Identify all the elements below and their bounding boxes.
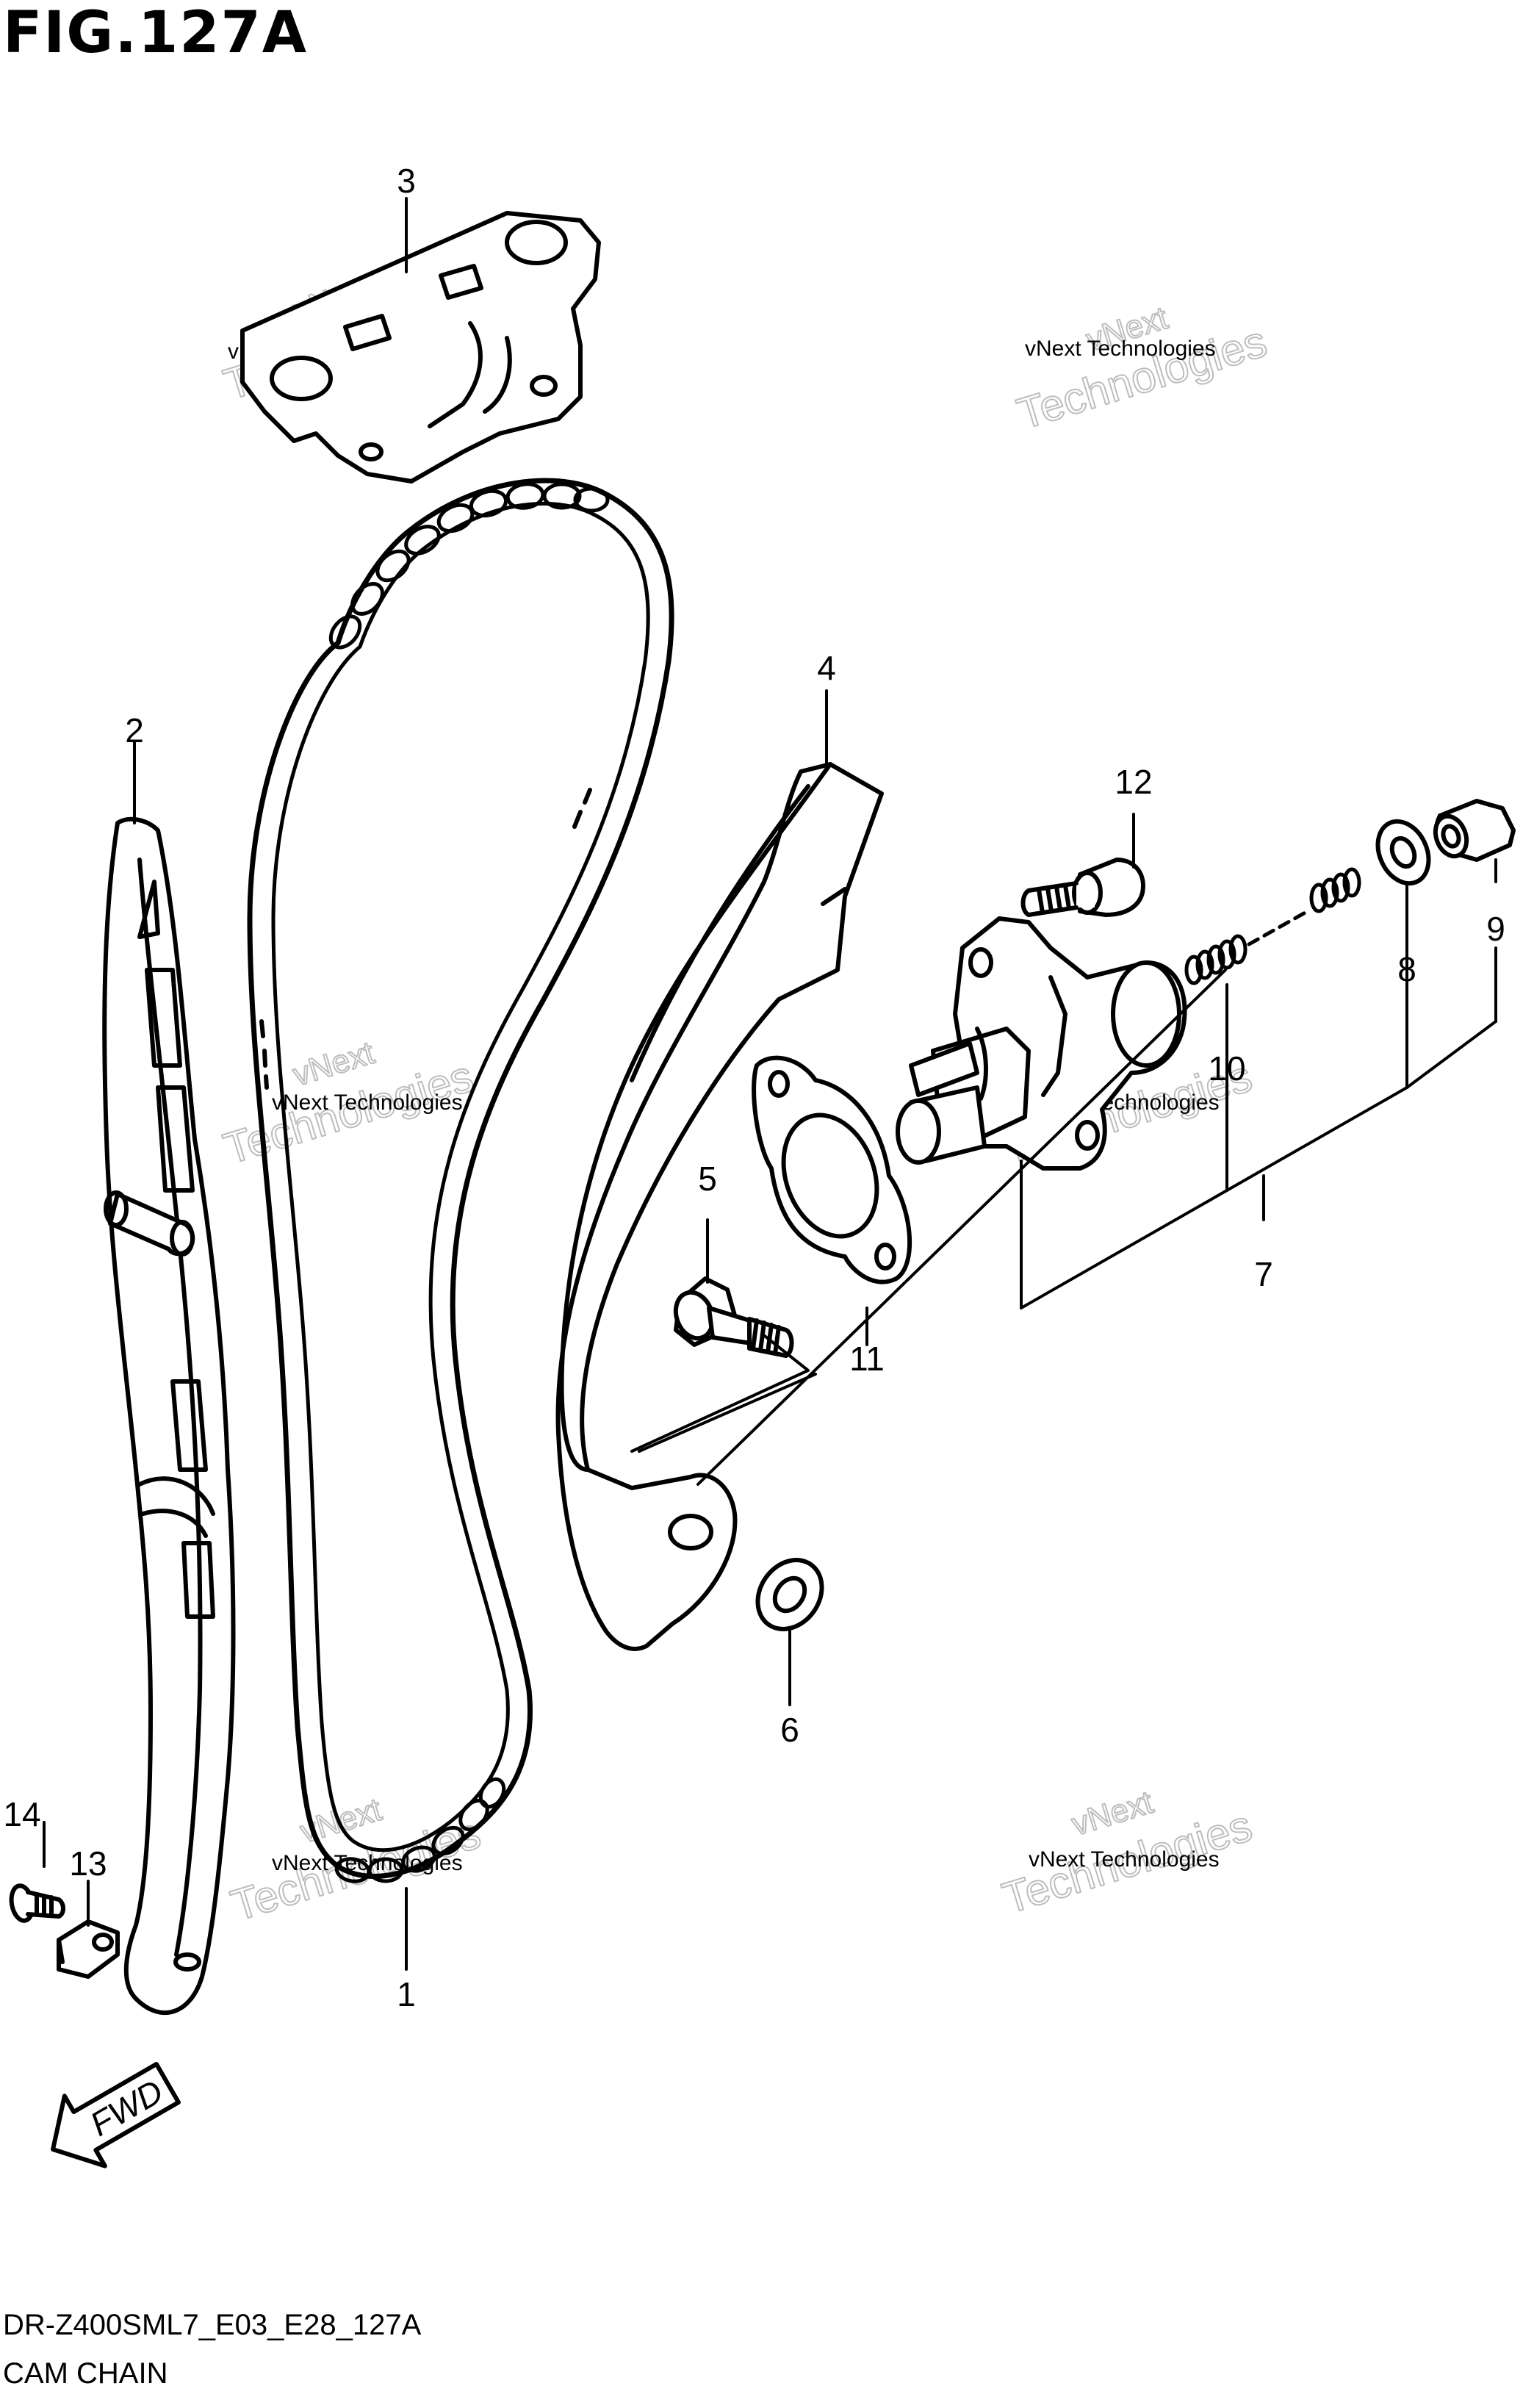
callout-2: 2 xyxy=(125,711,144,750)
diagram-caption: CAM CHAIN xyxy=(3,2357,168,2390)
callout-9: 9 xyxy=(1486,910,1505,948)
callout-12: 12 xyxy=(1115,763,1152,801)
callout-4: 4 xyxy=(817,649,836,687)
chain-links-lower xyxy=(334,1777,506,1883)
part-9-cap-bolt[interactable] xyxy=(1430,799,1516,862)
callout-7: 7 xyxy=(1254,1255,1273,1293)
diagram-code: DR-Z400SML7_E03_E28_127A xyxy=(3,2309,422,2341)
part-11-gasket[interactable] xyxy=(752,1055,912,1284)
callout-numbers: 3 2 4 12 9 8 10 5 7 11 6 14 13 1 xyxy=(3,162,1505,2013)
part-8-washer[interactable] xyxy=(1368,813,1438,892)
part-1-cam-chain[interactable] xyxy=(247,478,674,1884)
callout-13: 13 xyxy=(69,1844,107,1883)
figure-title: FIG.127A xyxy=(3,0,309,66)
callout-10: 10 xyxy=(1208,1049,1245,1088)
callout-14: 14 xyxy=(3,1795,40,1833)
fwd-arrow-icon: FWD xyxy=(51,2062,181,2168)
callout-8: 8 xyxy=(1397,950,1416,988)
chain-links-upper xyxy=(328,482,610,650)
leader-lines xyxy=(43,197,1497,1971)
part-2-chain-guide[interactable] xyxy=(102,816,236,2016)
part-4-tensioner-arm[interactable] xyxy=(555,762,884,1651)
part-14-screw[interactable] xyxy=(9,1883,65,1923)
part-12-bolt[interactable] xyxy=(1020,858,1145,917)
part-6-washer[interactable] xyxy=(745,1548,835,1642)
part-10-spring[interactable] xyxy=(1184,867,1361,985)
part-13-stopper[interactable] xyxy=(57,1919,120,1979)
callout-5: 5 xyxy=(698,1160,717,1198)
callout-3: 3 xyxy=(397,162,416,200)
watermark-text: vNext Technologies xyxy=(272,1090,463,1115)
part-3-upper-guide[interactable] xyxy=(240,211,601,484)
watermark-text: vNext Technologies xyxy=(1025,337,1216,361)
callout-1: 1 xyxy=(397,1975,416,2013)
watermark: vNext Technologies xyxy=(996,1783,1259,1924)
watermark-text: vNext Technologies xyxy=(1029,1847,1220,1872)
watermark: vNext Technologies xyxy=(225,1791,487,1931)
callout-11: 11 xyxy=(849,1340,885,1378)
callout-6: 6 xyxy=(780,1711,799,1749)
part-7-tensioner-adjuster[interactable] xyxy=(896,916,1187,1171)
